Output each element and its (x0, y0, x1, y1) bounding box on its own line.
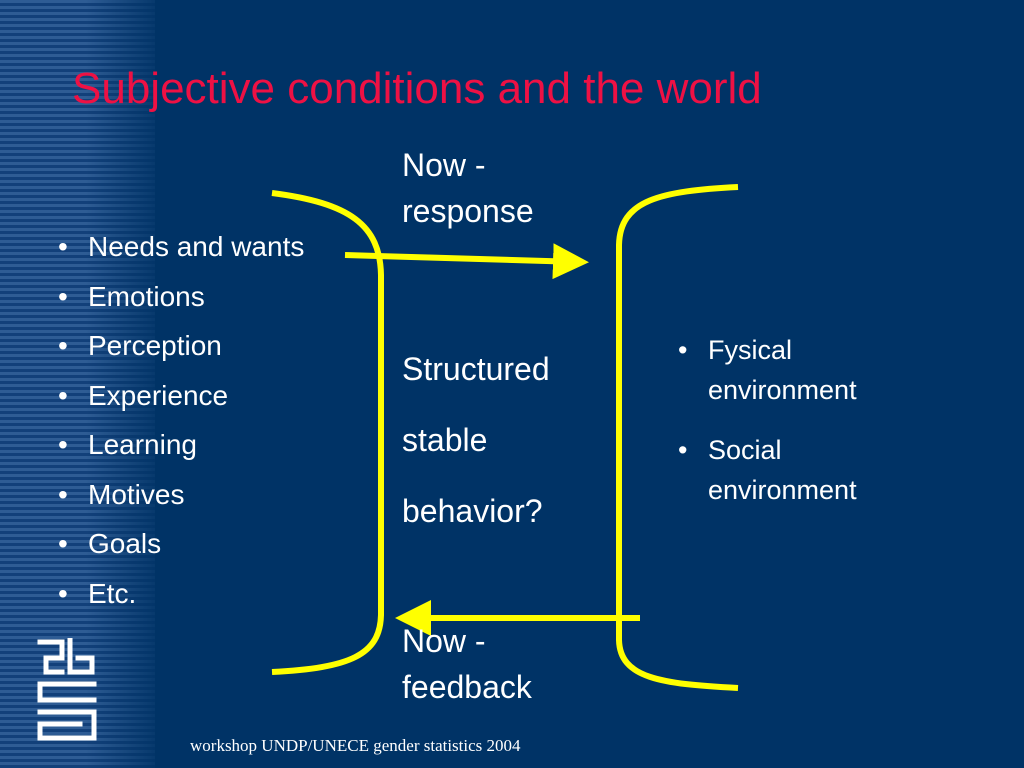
now-feedback-label: Now - feedback (402, 623, 532, 705)
list-item: Motives (56, 470, 304, 520)
list-item: Emotions (56, 272, 304, 322)
subjective-conditions-list: Needs and wants Emotions Perception Expe… (56, 222, 304, 618)
list-item: Perception (56, 321, 304, 371)
list-item: Fysical environment (676, 330, 936, 410)
environment-list: Fysical environment Social environment (676, 330, 936, 530)
list-item: Needs and wants (56, 222, 304, 272)
slide-title: Subjective conditions and the world (72, 64, 762, 113)
list-item: Social environment (676, 430, 936, 510)
list-item: Experience (56, 371, 304, 421)
left-bracket (271, 190, 384, 675)
structured-line-2: stable (402, 422, 488, 458)
structured-behavior-text: Structured stable behavior? (402, 334, 550, 547)
list-item: Goals (56, 519, 304, 569)
right-bracket (616, 184, 739, 691)
list-item: Etc. (56, 569, 304, 619)
structured-line-1: Structured (402, 351, 550, 387)
list-item: Learning (56, 420, 304, 470)
cbs-logo-icon (37, 638, 97, 741)
footer-text: workshop UNDP/UNECE gender statistics 20… (190, 736, 521, 755)
now-response-label: Now - response (402, 147, 534, 229)
structured-line-3: behavior? (402, 493, 543, 529)
response-arrow (344, 243, 589, 280)
